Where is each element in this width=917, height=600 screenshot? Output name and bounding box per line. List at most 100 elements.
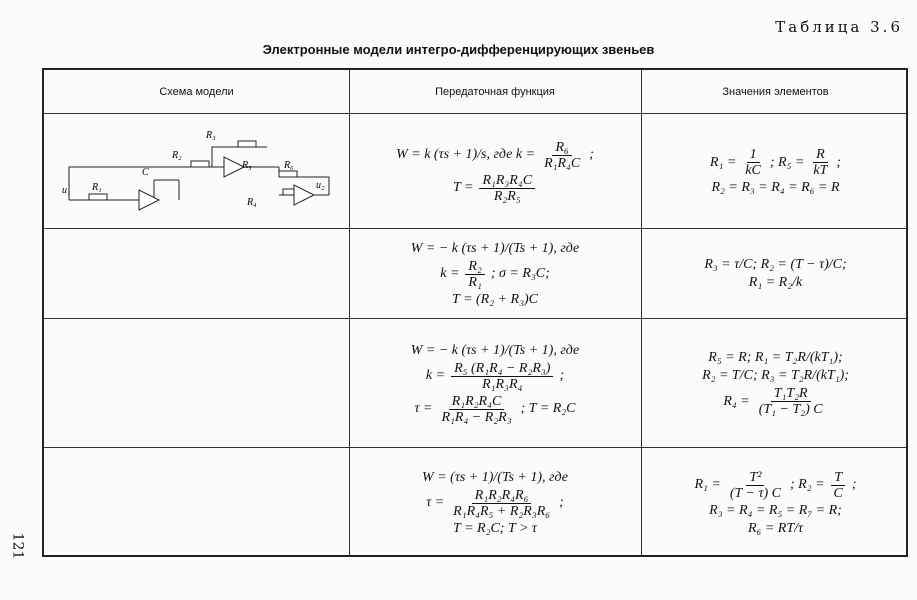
formula-text: ; R₅ = bbox=[769, 154, 805, 170]
fraction: R₅ (R₁R₄ − R₂R₃)R₁R₃R₄ bbox=[451, 361, 554, 392]
resistor-symbol bbox=[278, 170, 298, 178]
formula-text: R₄ = bbox=[723, 393, 750, 409]
denominator: R₂R₅ bbox=[493, 188, 521, 204]
formula-text: ; bbox=[559, 368, 565, 383]
formula-text: W = − k (τs + 1)/(Ts + 1), где bbox=[410, 240, 580, 256]
row-divider bbox=[44, 113, 906, 114]
denominator: R₁R₄R₅ + R₂R₃R₆ bbox=[453, 503, 551, 519]
formula-text: T = bbox=[452, 180, 474, 195]
denominator: R₁R₃R₄ bbox=[482, 376, 523, 392]
numerator: R₆ bbox=[552, 140, 572, 156]
denominator: R₁ bbox=[468, 274, 482, 290]
circuit-label: R₆ bbox=[283, 160, 294, 171]
resistor-symbol bbox=[237, 140, 257, 148]
formula-text: ; σ = R₃C; bbox=[490, 266, 550, 281]
denominator: kT bbox=[813, 163, 828, 178]
formula-text: ; R₂ = bbox=[789, 477, 825, 492]
formula-text: R₁ = bbox=[709, 154, 737, 170]
formula-text: R₂ = R₃ = R₄ = R₆ = R bbox=[711, 180, 840, 195]
formula-text: T = (R₂ + R₃)C bbox=[452, 291, 538, 307]
formula-line: T = (R₂ + R₃)C bbox=[452, 292, 538, 308]
formula-text: τ = bbox=[414, 401, 433, 416]
element-values-cell: R₅ = R; R₁ = T₂R/(kT₁); R₂ = T/C; R₃ = T₂… bbox=[641, 320, 910, 447]
circuit-diagram: u₁R₁R₃CR₂u₂ bbox=[44, 230, 349, 318]
formula-line: k =R₅ (R₁R₄ − R₂R₃)R₁R₃R₄; bbox=[426, 361, 564, 392]
resistor-symbol bbox=[190, 160, 210, 168]
table-title: Электронные модели интегро-дифференцирую… bbox=[262, 42, 655, 57]
amplifier-symbol bbox=[223, 156, 246, 178]
formula-text: τ = bbox=[426, 495, 445, 510]
row-divider bbox=[44, 447, 906, 448]
amplifier-symbol bbox=[293, 184, 316, 206]
denominator: (T₁ − T₂) C bbox=[758, 402, 823, 417]
numerator: 1 bbox=[746, 147, 760, 163]
formula-text: R₃ = τ/C; R₂ = (T − τ)/C; bbox=[704, 257, 847, 272]
circuit-label: R₄ bbox=[246, 197, 257, 208]
numerator: T² bbox=[746, 470, 765, 486]
circuit-label: R₂ bbox=[171, 150, 182, 161]
denominator: kC bbox=[745, 163, 761, 178]
resistor-symbol bbox=[88, 193, 108, 201]
circuit-label: u₁ bbox=[62, 185, 70, 196]
formula-text: R₂ = T/C; R₃ = T₂R/(kT₁); bbox=[702, 368, 849, 383]
row-divider bbox=[44, 318, 906, 319]
denominator: R₁R₄C bbox=[544, 155, 581, 171]
formula-text: R₃ = R₄ = R₅ = R₇ = R; bbox=[709, 502, 842, 518]
formula-line: W = (τs + 1)/(Ts + 1), где bbox=[422, 470, 568, 486]
formula-text: R₆ = RT/τ bbox=[747, 520, 804, 536]
circuit-label: C bbox=[142, 167, 149, 178]
fraction: T₁T₂R(T₁ − T₂) C bbox=[756, 386, 826, 417]
page-number: 121 bbox=[9, 532, 26, 560]
formula-text: ; bbox=[836, 154, 842, 170]
table: Схема модели Передаточная функция Значен… bbox=[42, 68, 908, 557]
formula-text: W = − k (τs + 1)/(Ts + 1), где bbox=[410, 342, 580, 358]
transfer-function-cell: W = − k (τs + 1)/(Ts + 1), где k =R₅ (R₁R… bbox=[349, 320, 641, 447]
circuit-diagram: u₁R₁CR₂R₃R₄R₆R₇R₅u₂ bbox=[44, 449, 349, 557]
denominator: (T − τ) C bbox=[729, 485, 781, 501]
circuit-diagram: u₁R₁CR₂R₃R₄R₅u₂ bbox=[44, 320, 349, 447]
circuit-label: R₁ bbox=[91, 182, 102, 193]
column-divider bbox=[349, 70, 350, 555]
numerator: R₁R₂R₄R₆ bbox=[471, 488, 532, 504]
formula-text: R₅ = R; R₁ = T₂R/(kT₁); bbox=[708, 350, 843, 365]
table-number: Таблица 3.6 bbox=[775, 18, 903, 36]
fraction: T²(T − τ) C bbox=[727, 470, 784, 501]
formula-line: R₃ = τ/C; R₂ = (T − τ)/C; bbox=[704, 257, 846, 273]
formula-text: ; bbox=[851, 477, 857, 492]
formula-line: T = R₂C; T > τ bbox=[453, 521, 537, 537]
denominator: R₁R₄ − R₂R₃ bbox=[441, 409, 512, 425]
formula-line: R₂ = T/C; R₃ = T₂R/(kT₁); bbox=[702, 368, 849, 384]
header-scheme: Схема модели bbox=[159, 86, 234, 98]
amplifier-symbol bbox=[138, 189, 161, 211]
formula-line: R₄ = T₁T₂R(T₁ − T₂) C bbox=[723, 386, 827, 417]
numerator: T₁T₂R bbox=[770, 386, 811, 402]
formula-text: W = (τs + 1)/(Ts + 1), где bbox=[422, 469, 568, 485]
row-divider bbox=[44, 228, 906, 229]
formula-text: T = R₂C; T > τ bbox=[453, 520, 537, 536]
formula-text: R₁ = R₂/k bbox=[748, 275, 803, 290]
formula-text: W = k (τs + 1)/s, где k = bbox=[396, 147, 536, 162]
numerator: R₁R₂R₄C bbox=[448, 394, 505, 410]
column-divider bbox=[641, 70, 642, 555]
numerator: R₂ bbox=[465, 259, 485, 275]
